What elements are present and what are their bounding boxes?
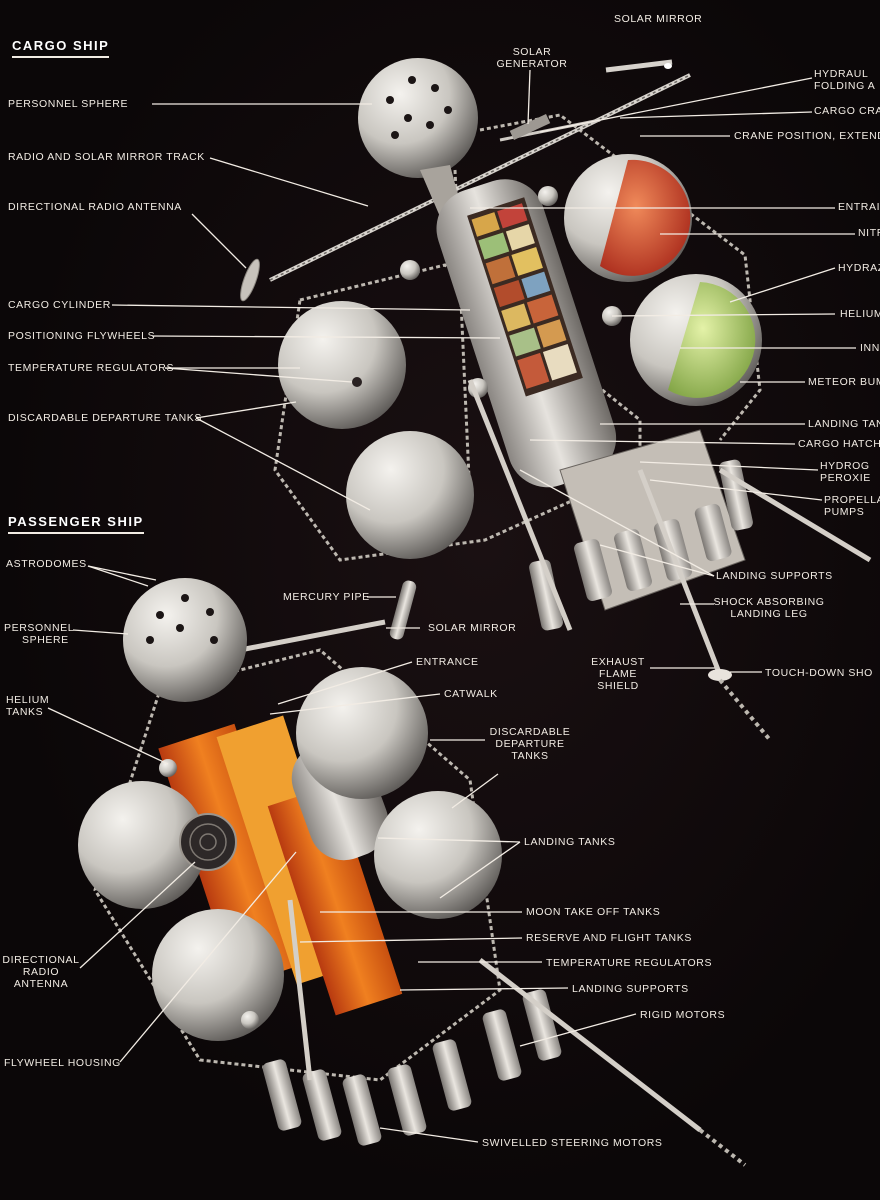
label-passenger-landing-supports: LANDING SUPPORTS (572, 983, 689, 995)
cargo-departure-tank-1 (278, 301, 406, 429)
cargo-ship-heading: CARGO SHIP (12, 38, 110, 58)
passenger-ship (78, 578, 747, 1167)
label-mercury-pipe: MERCURY PIPE (283, 591, 370, 603)
label-passenger-entrance: ENTRANCE (416, 656, 479, 668)
leader-lines (47, 69, 856, 1143)
passenger-departure-tank-4 (152, 909, 284, 1041)
cargo-solar-mirror (605, 59, 673, 73)
label-moon-take-off-tanks: MOON TAKE OFF TANKS (526, 906, 661, 918)
label-passenger-personnel-sphere: PERSONNEL SPHERE (4, 622, 75, 646)
label-nitric-acid: NITRIC A (858, 227, 880, 239)
label-positioning-flywheels: POSITIONING FLYWHEELS (8, 330, 156, 342)
passenger-departure-tank-2 (374, 791, 502, 919)
cargo-landing-legs (467, 379, 872, 676)
label-cargo-temperature-regulators: TEMPERATURE REGULATORS (8, 362, 175, 374)
label-astrodomes: ASTRODOMES (6, 558, 87, 570)
solar-generator (509, 114, 551, 140)
passenger-departure-tank-1 (296, 667, 428, 799)
cargo-personnel-sphere (358, 58, 478, 178)
label-passenger-solar-mirror: SOLAR MIRROR (428, 622, 517, 634)
cargo-ship (240, 58, 872, 742)
label-inner-shell: INNER S (860, 342, 880, 354)
label-cargo-landing-supports: LANDING SUPPORTS (716, 570, 833, 582)
mirror-track (269, 73, 691, 282)
label-catwalk: CATWALK (444, 688, 498, 700)
label-cargo-helium-tanks: HELIUM TA (840, 308, 880, 320)
label-hydrazine: HYDRAZ (838, 262, 880, 274)
label-cargo-cylinder: CARGO CYLINDER (8, 299, 111, 311)
cargo-radio-antenna (240, 258, 260, 302)
label-swivelled-steering-motors: SWIVELLED STEERING MOTORS (482, 1137, 663, 1149)
label-cargo-directional-antenna: DIRECTIONAL RADIO ANTENNA (8, 201, 182, 213)
passenger-radio-antenna (179, 813, 237, 871)
cargo-crates (471, 203, 577, 389)
label-cargo-entrance: ENTRAI (838, 201, 880, 213)
passenger-ship-heading: PASSENGER SHIP (8, 514, 144, 534)
label-cargo-crane: CARGO CRA (814, 105, 880, 117)
mercury-pipe (389, 580, 417, 640)
cargo-cylinder (436, 179, 617, 488)
passenger-motors (262, 989, 562, 1146)
label-touch-down-shoe: TOUCH-DOWN SHO (765, 667, 873, 679)
label-radio-solar-mirror-track: RADIO AND SOLAR MIRROR TRACK (8, 151, 205, 163)
label-passenger-landing-tanks: LANDING TANKS (524, 836, 616, 848)
label-passenger-temperature-regulators: TEMPERATURE REGULATORS (546, 957, 713, 969)
label-cargo-personnel-sphere: PERSONNEL SPHERE (8, 98, 129, 110)
cargo-departure-tank-2 (346, 431, 474, 559)
passenger-departure-tank-3 (78, 781, 206, 909)
passenger-personnel-sphere (123, 578, 247, 702)
label-cargo-discardable-tanks: DISCARDABLE DEPARTURE TANKS (8, 412, 202, 424)
label-flywheel-housing: FLYWHEEL HOUSING (4, 1057, 121, 1069)
label-cargo-solar-mirror: SOLAR MIRROR (614, 13, 703, 25)
label-cargo-hatch: CARGO HATCH (798, 438, 880, 450)
label-rigid-motors: RIGID MOTORS (640, 1009, 726, 1021)
passenger-orange-tanks (158, 715, 403, 1016)
label-crane-position: CRANE POSITION, EXTEND (734, 130, 880, 142)
label-cargo-landing-tanks: LANDING TAN (808, 418, 880, 430)
label-reserve-flight-tanks: RESERVE AND FLIGHT TANKS (526, 932, 692, 944)
label-meteor-bumper: METEOR BUM (808, 376, 880, 388)
